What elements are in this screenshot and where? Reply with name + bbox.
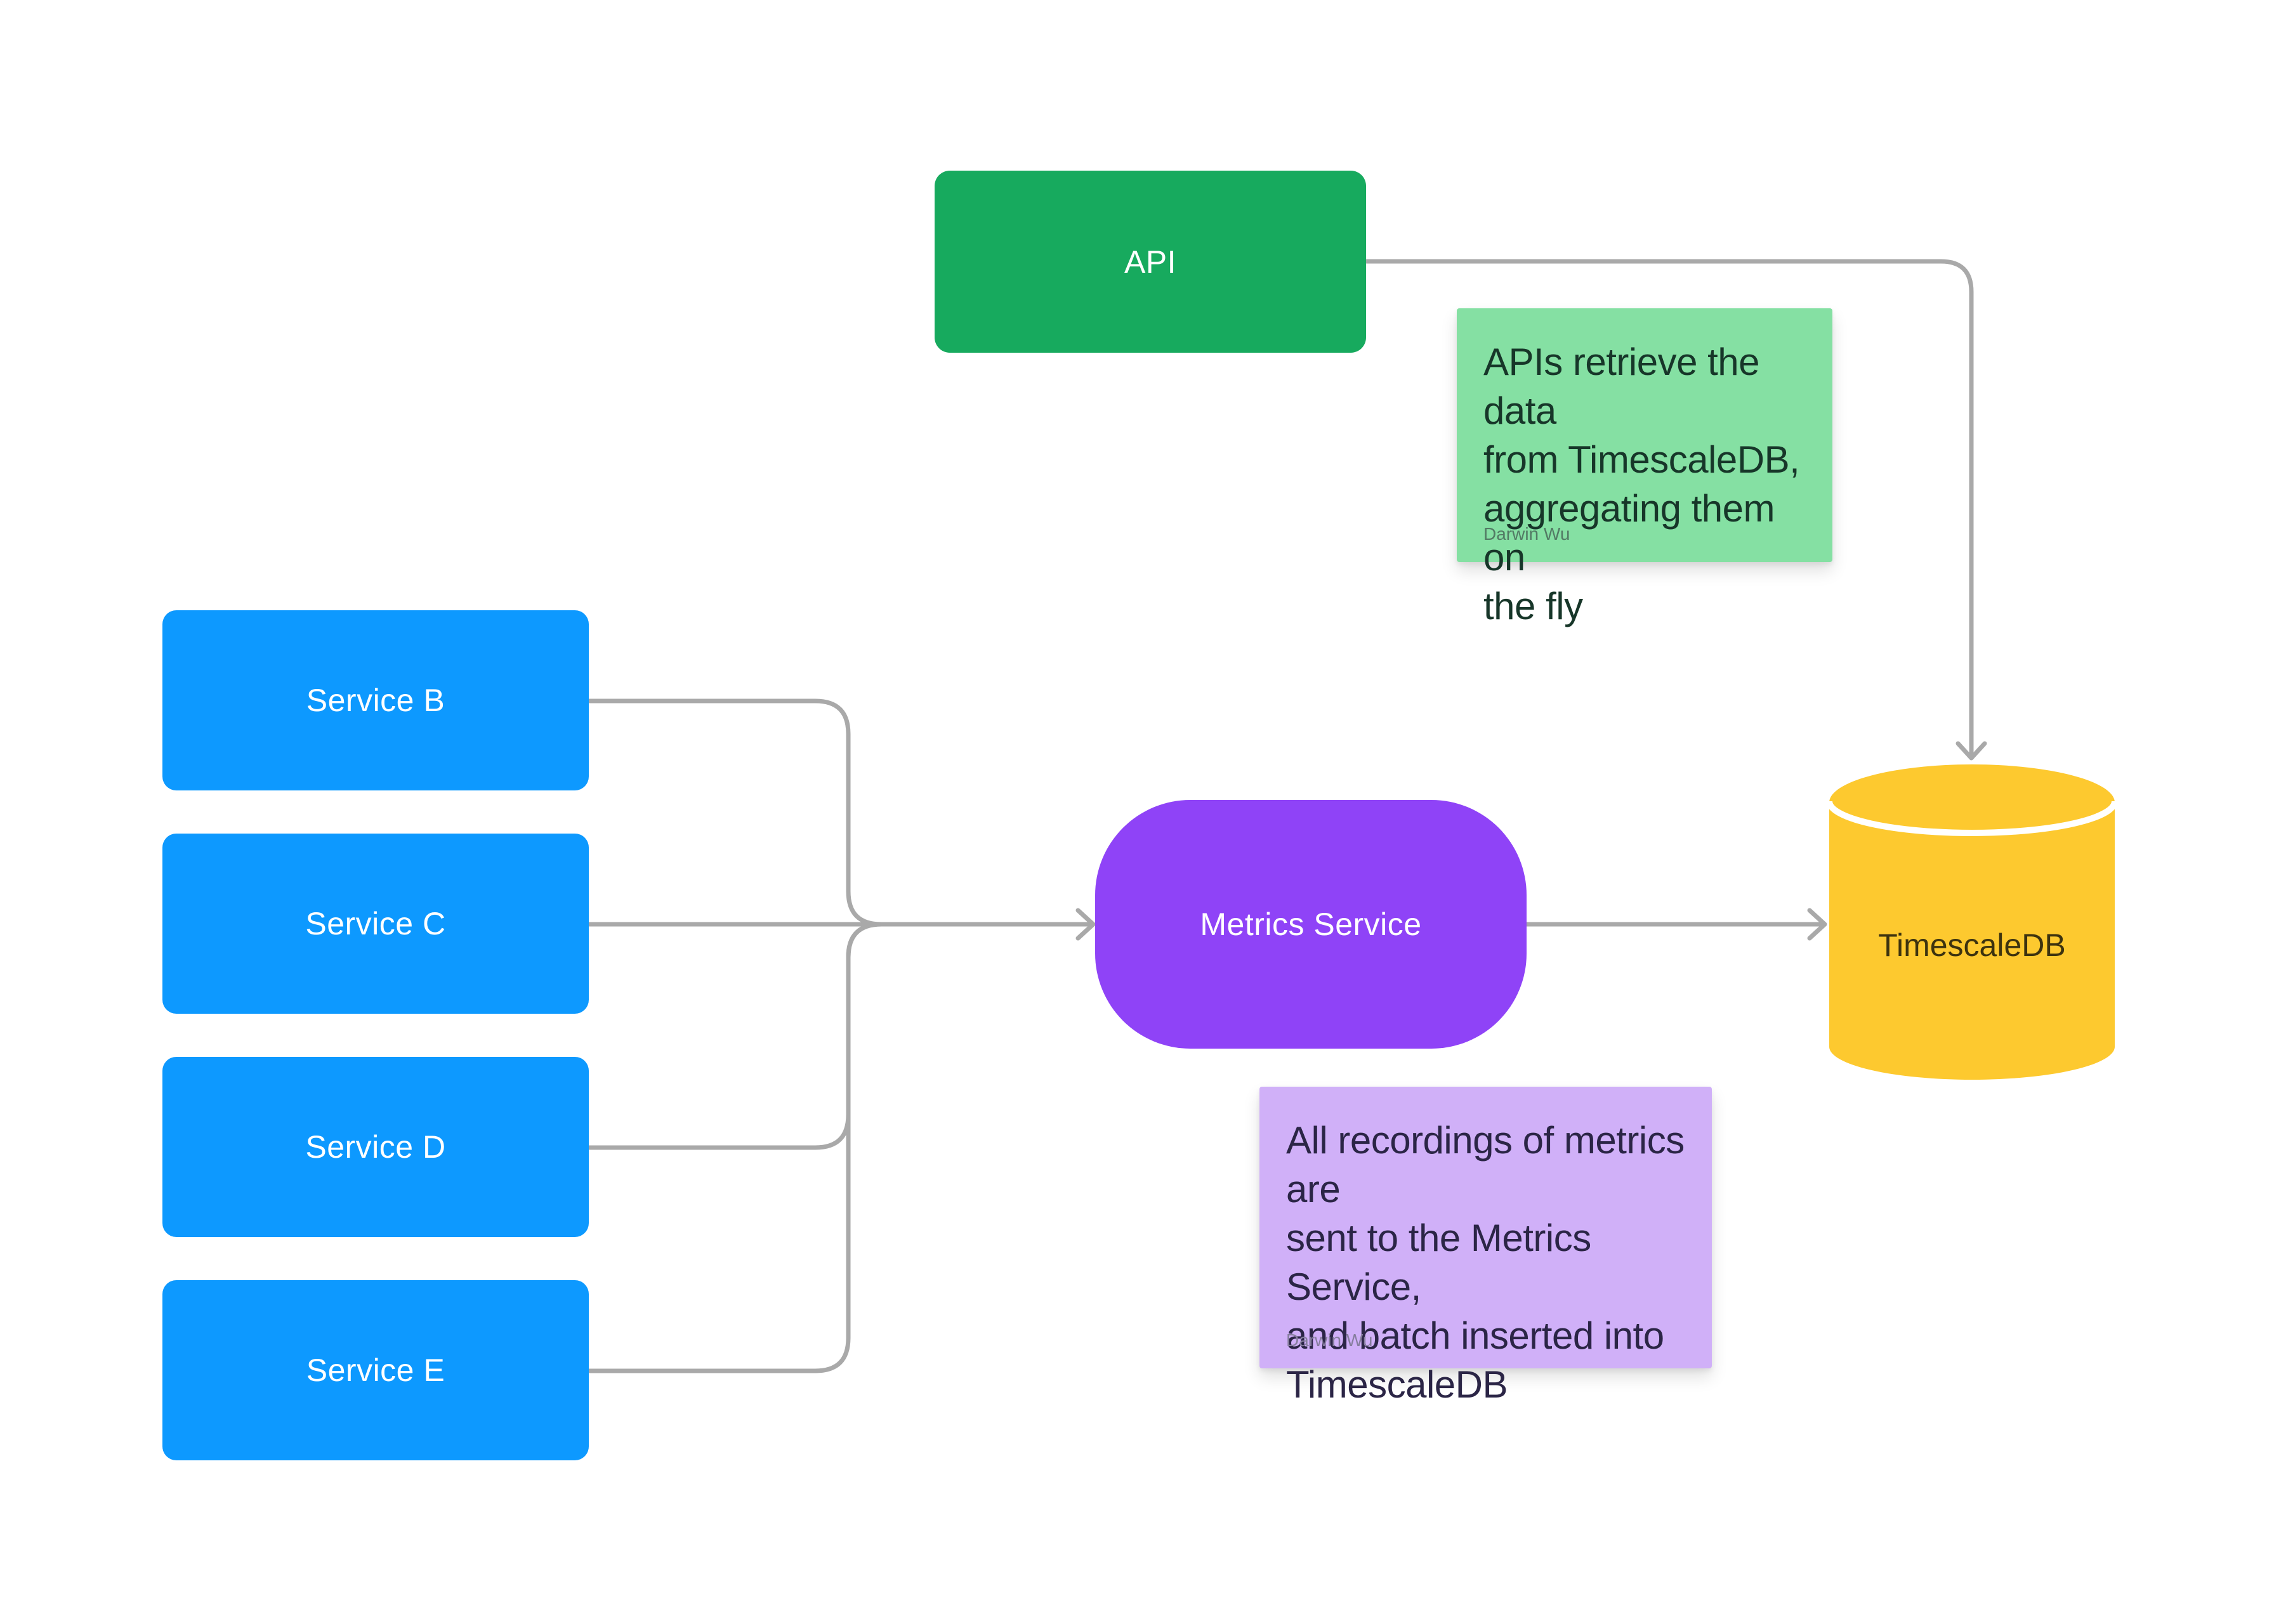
sticky-note-metrics[interactable]: All recordings of metrics are sent to th…	[1259, 1087, 1712, 1406]
arrowhead-into-metrics-service	[1075, 908, 1096, 941]
connector-api-to-timescaledb[interactable]	[1364, 259, 1974, 757]
cylinder-shape	[1829, 764, 2115, 1080]
arrowhead-into-timescaledb-top	[1955, 741, 1987, 761]
timescaledb-label-text: TimescaleDB	[1878, 927, 2066, 963]
connector-service-e-to-metrics[interactable]	[586, 922, 884, 1373]
node-api-label: API	[1124, 244, 1177, 280]
node-service-e[interactable]: Service E	[162, 1280, 589, 1460]
node-metrics-service-label: Metrics Service	[1200, 907, 1422, 942]
node-metrics-service[interactable]: Metrics Service	[1095, 800, 1527, 1049]
node-service-c-label: Service C	[305, 906, 446, 941]
sticky-note-api[interactable]: APIs retrieve the data from TimescaleDB,…	[1457, 308, 1832, 627]
node-service-d-label: Service D	[305, 1129, 446, 1165]
node-service-d[interactable]: Service D	[162, 1057, 589, 1237]
sticky-note-metrics-author: Darwin Wu	[1286, 1330, 1373, 1350]
timescaledb-cylinder[interactable]	[1826, 764, 2118, 1080]
sticky-note-api-text: APIs retrieve the data from TimescaleDB,…	[1483, 341, 1800, 627]
node-service-c[interactable]: Service C	[162, 834, 589, 1014]
sticky-note-metrics-text: All recordings of metrics are sent to th…	[1286, 1119, 1685, 1406]
node-timescaledb-label: TimescaleDB	[1829, 837, 2115, 1053]
node-service-b-label: Service B	[306, 683, 445, 718]
arrowhead-into-timescaledb-left	[1807, 908, 1827, 941]
sticky-note-api-author: Darwin Wu	[1483, 524, 1570, 544]
connector-service-b-to-metrics[interactable]	[586, 698, 884, 927]
node-service-e-label: Service E	[306, 1352, 445, 1388]
connector-service-d-to-metrics[interactable]	[586, 922, 884, 1150]
cylinder-top-separator	[1826, 801, 2118, 836]
node-service-b[interactable]: Service B	[162, 610, 589, 790]
node-api[interactable]: API	[935, 171, 1366, 353]
